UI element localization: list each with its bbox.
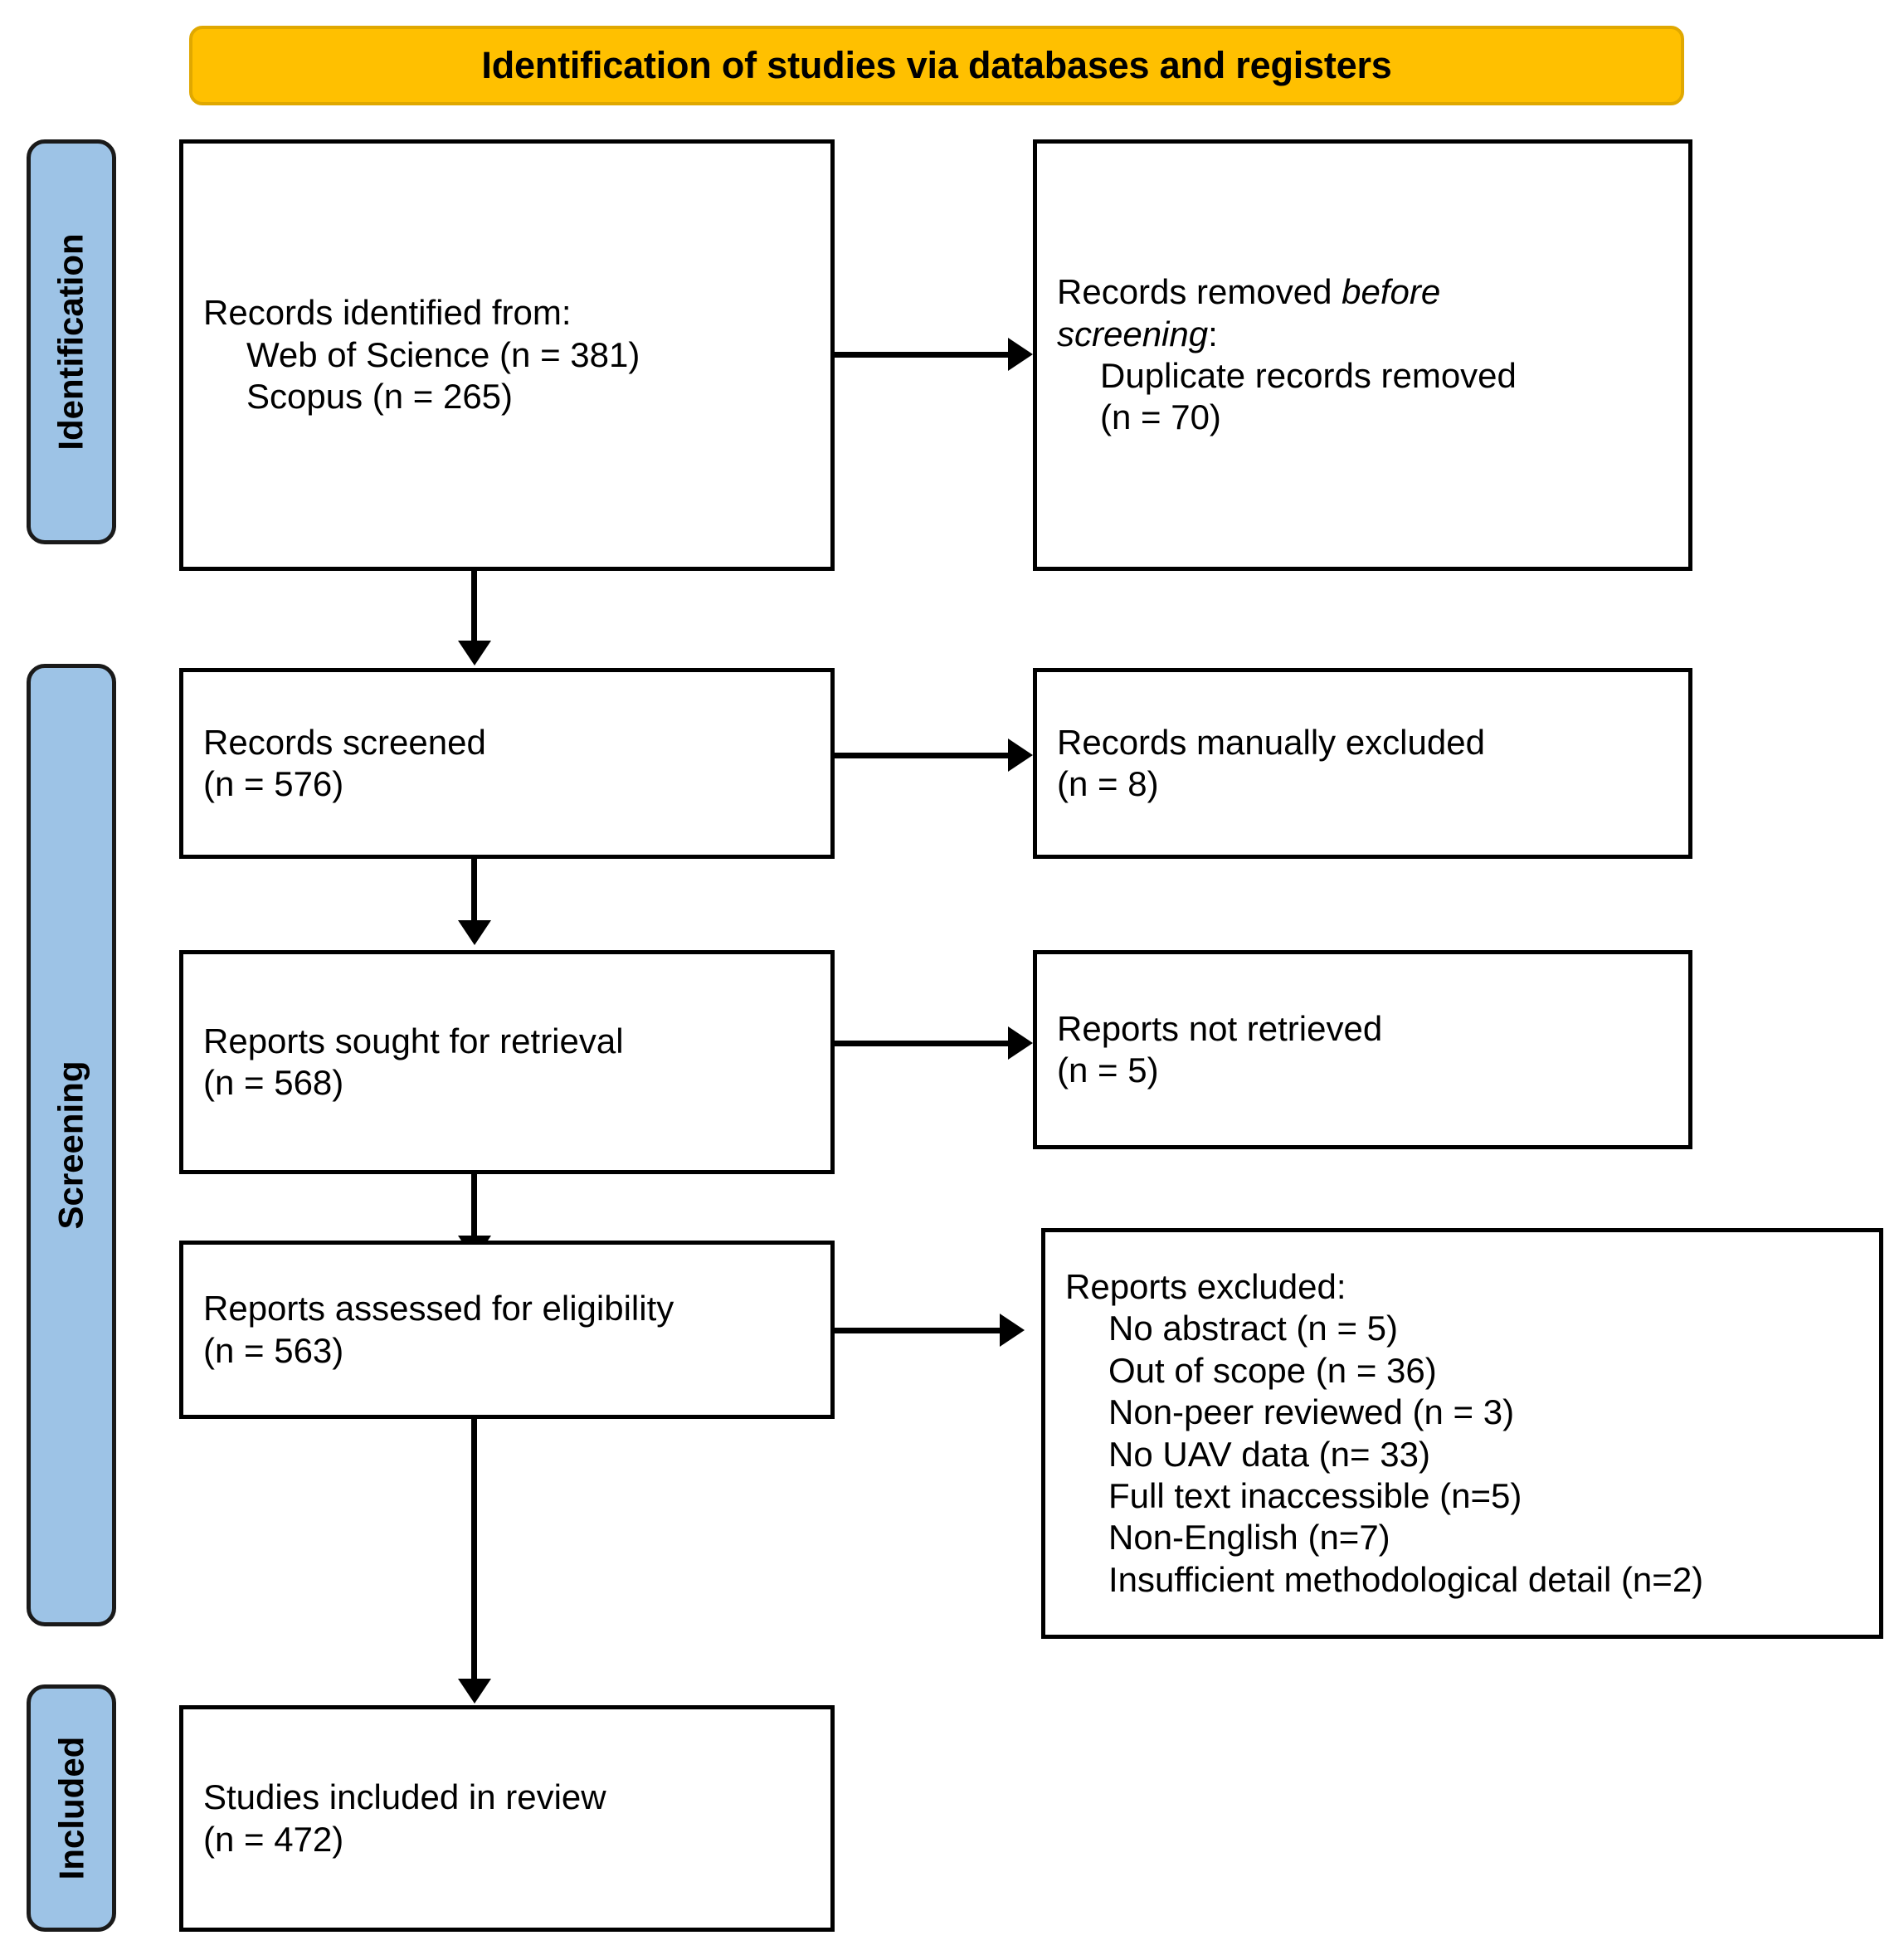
page-title: Identification of studies via databases … — [481, 44, 1392, 86]
stage-tab-included-label: Included — [51, 1736, 90, 1880]
box-reports-assessed: Reports assessed for eligibility (n = 56… — [179, 1241, 835, 1419]
box-records-manually-excluded-line-2: (n = 8) — [1057, 764, 1159, 803]
box-records-identified-line-1: Records identified from: — [203, 293, 572, 333]
box-reports-excluded-line-2: No abstract (n = 5) — [1108, 1309, 1398, 1348]
box-studies-included: Studies included in review (n = 472) — [179, 1705, 835, 1932]
arrowhead-screened-to-manually-excluded — [1008, 739, 1033, 772]
box-reports-excluded-line-1: Reports excluded: — [1065, 1266, 1346, 1306]
diagram-header-banner: Identification of studies via databases … — [189, 26, 1684, 105]
box-records-screened-line-2: (n = 576) — [203, 764, 344, 803]
connector-identified-to-removed — [835, 352, 1008, 358]
box-records-removed-before-screening: Records removed before screening: Duplic… — [1033, 139, 1692, 571]
box-reports-sought-line-1: Reports sought for retrieval — [203, 1021, 624, 1060]
box-records-removed-line-2-suffix: : — [1208, 314, 1218, 353]
box-studies-included-line-2: (n = 472) — [203, 1819, 344, 1859]
box-records-identified-line-2: Web of Science (n = 381) — [246, 334, 640, 374]
stage-tab-screening: Screening — [27, 664, 116, 1626]
arrowhead-identified-to-screened — [458, 641, 491, 665]
box-reports-excluded: Reports excluded: No abstract (n = 5) Ou… — [1041, 1228, 1883, 1639]
connector-assessed-to-included — [471, 1419, 477, 1683]
arrowhead-assessed-to-excluded — [1000, 1314, 1025, 1347]
box-records-removed-line-2-italic: screening — [1057, 314, 1209, 353]
box-records-removed-line-1-prefix: Records removed — [1057, 272, 1342, 312]
box-reports-sought: Reports sought for retrieval (n = 568) — [179, 950, 835, 1174]
connector-screened-to-sought — [471, 859, 477, 924]
box-records-removed-line-3: Duplicate records removed — [1100, 356, 1517, 395]
arrowhead-screened-to-sought — [458, 920, 491, 945]
connector-sought-to-assessed — [471, 1174, 477, 1239]
arrowhead-sought-to-not-retrieved — [1008, 1026, 1033, 1060]
box-records-screened: Records screened (n = 576) — [179, 668, 835, 859]
connector-sought-to-not-retrieved — [835, 1041, 1008, 1046]
box-records-identified-line-3: Scopus (n = 265) — [246, 377, 514, 417]
box-records-removed-line-4: (n = 70) — [1100, 397, 1221, 437]
box-reports-excluded-line-3: Out of scope (n = 36) — [1108, 1350, 1437, 1390]
stage-tab-screening-label: Screening — [51, 1060, 91, 1230]
box-reports-excluded-line-6: Full text inaccessible (n=5) — [1108, 1475, 1522, 1515]
box-reports-excluded-line-4: Non-peer reviewed (n = 3) — [1108, 1392, 1515, 1432]
box-records-removed-line-1-italic: before — [1342, 272, 1441, 312]
arrowhead-identified-to-removed — [1008, 338, 1033, 371]
box-reports-excluded-line-8: Insufficient methodological detail (n=2) — [1108, 1559, 1704, 1599]
box-reports-assessed-line-1: Reports assessed for eligibility — [203, 1289, 674, 1328]
box-records-removed-line-1: Records removed before — [1057, 271, 1668, 313]
box-records-manually-excluded: Records manually excluded (n = 8) — [1033, 668, 1692, 859]
box-records-removed-line-2: screening: — [1057, 314, 1668, 355]
stage-tab-identification-label: Identification — [51, 233, 90, 451]
connector-assessed-to-excluded — [835, 1328, 1000, 1333]
box-reports-not-retrieved-line-2: (n = 5) — [1057, 1051, 1159, 1090]
box-reports-sought-line-2: (n = 568) — [203, 1063, 344, 1102]
connector-screened-to-manually-excluded — [835, 753, 1008, 758]
arrowhead-assessed-to-included — [458, 1679, 491, 1704]
box-records-manually-excluded-line-1: Records manually excluded — [1057, 722, 1485, 762]
box-records-screened-line-1: Records screened — [203, 722, 486, 762]
box-records-identified: Records identified from: Web of Science … — [179, 139, 835, 571]
box-reports-assessed-line-2: (n = 563) — [203, 1330, 344, 1370]
connector-identified-to-screened — [471, 571, 477, 644]
box-studies-included-line-1: Studies included in review — [203, 1777, 606, 1817]
stage-tab-included: Included — [27, 1684, 116, 1932]
box-reports-excluded-line-7: Non-English (n=7) — [1108, 1518, 1390, 1558]
stage-tab-identification: Identification — [27, 139, 116, 544]
box-reports-not-retrieved-line-1: Reports not retrieved — [1057, 1008, 1383, 1048]
box-reports-excluded-line-5: No UAV data (n= 33) — [1108, 1434, 1430, 1474]
box-reports-not-retrieved: Reports not retrieved (n = 5) — [1033, 950, 1692, 1149]
